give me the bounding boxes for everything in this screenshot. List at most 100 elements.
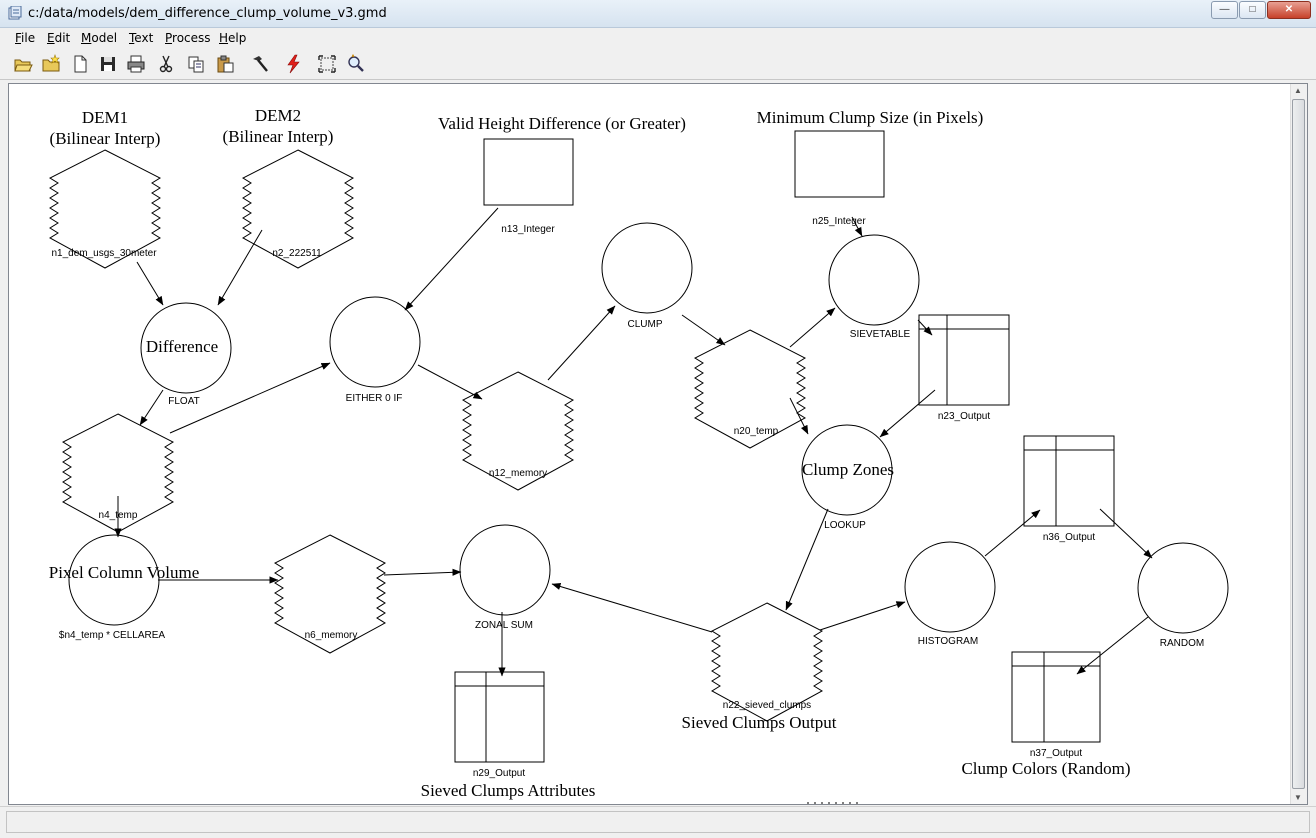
edge-n36-random (1099, 508, 1153, 559)
label-n13: n13_Integer (501, 224, 555, 235)
label-zonal: ZONAL SUM (475, 620, 533, 631)
edge-float-n4 (139, 389, 164, 426)
table-n37[interactable] (1011, 651, 1101, 743)
label-n6: n6_memory (305, 630, 358, 641)
raster-n20[interactable] (693, 329, 807, 449)
edge-n6-zonal (383, 568, 462, 576)
edge-n4-either (169, 362, 331, 434)
edge-sievetable-n23 (917, 319, 933, 336)
raster-n12[interactable] (461, 371, 575, 491)
caption-dem2-sub: (Bilinear Interp) (223, 127, 334, 146)
function-zonal-sum[interactable] (459, 524, 551, 616)
vertical-scrollbar[interactable]: ▲ ▼ (1290, 84, 1307, 804)
open-folder-icon[interactable] (13, 54, 33, 74)
cut-icon[interactable] (156, 54, 176, 74)
label-n12: n12_memory (489, 468, 547, 479)
status-pane (6, 811, 1310, 833)
caption-clump-zones: Clump Zones (802, 460, 894, 479)
menu-model[interactable]: Model (81, 31, 118, 45)
edge-n13-either (404, 207, 499, 311)
hammer-icon[interactable] (250, 54, 270, 74)
lightning-icon[interactable] (283, 54, 303, 74)
label-random: RANDOM (1160, 638, 1204, 649)
new-document-icon[interactable] (70, 54, 90, 74)
caption-min-clump: Minimum Clump Size (in Pixels) (757, 108, 984, 127)
label-histogram: HISTOGRAM (918, 636, 978, 647)
label-n20: n20_temp (734, 426, 779, 437)
print-icon[interactable] (126, 54, 146, 74)
caption-clump-colors: Clump Colors (Random) (961, 759, 1130, 778)
label-n25: n25_Integer (812, 216, 866, 227)
function-random[interactable] (1137, 542, 1229, 634)
function-difference[interactable] (140, 302, 232, 394)
function-either[interactable] (329, 296, 421, 388)
scroll-down-icon[interactable]: ▼ (1294, 793, 1302, 802)
function-clump[interactable] (601, 222, 693, 314)
table-n29[interactable] (454, 671, 545, 763)
edge-n1-difference (136, 261, 164, 306)
table-n36[interactable] (1023, 435, 1115, 527)
function-sievetable[interactable] (828, 234, 920, 326)
window-title: c:/data/models/dem_difference_clump_volu… (28, 6, 387, 21)
raster-n22[interactable] (710, 602, 824, 722)
scroll-up-icon[interactable]: ▲ (1294, 86, 1302, 95)
edge-clump-n20 (681, 314, 726, 346)
scroll-thumb[interactable] (1292, 99, 1305, 789)
close-button[interactable]: ✕ (1267, 1, 1311, 19)
function-lookup[interactable] (801, 424, 893, 516)
caption-difference: Difference (146, 337, 218, 356)
menu-process[interactable]: Process (165, 31, 211, 45)
status-bar (0, 806, 1316, 838)
raster-n1[interactable] (48, 149, 162, 269)
scalar-n13[interactable] (483, 138, 574, 206)
edge-n12-clump (547, 305, 616, 381)
label-clump: CLUMP (627, 319, 662, 330)
label-n1: n1_dem_usgs_30meter (51, 248, 157, 259)
label-sievetable: SIEVETABLE (850, 329, 911, 340)
edge-n22-zonal (551, 583, 713, 633)
label-lookup: LOOKUP (824, 520, 866, 531)
label-n23: n23_Output (938, 411, 990, 422)
caption-dem1: DEM1 (82, 108, 128, 127)
edge-n25-sievetable (851, 216, 863, 237)
paste-icon[interactable] (215, 54, 235, 74)
model-canvas[interactable]: DEM1 (Bilinear Interp) DEM2 (Bilinear In… (8, 83, 1308, 805)
edge-either-n12 (417, 364, 483, 400)
caption-dem1-sub: (Bilinear Interp) (50, 129, 161, 148)
caption-pixel-volume: Pixel Column Volume (49, 563, 200, 582)
menu-text[interactable]: Text (129, 31, 154, 45)
scalar-n25[interactable] (794, 130, 885, 198)
edge-n20-clumpzones (789, 397, 809, 435)
menu-help[interactable]: Help (219, 31, 247, 45)
edge-n20-sievetable (789, 307, 836, 348)
raster-n6[interactable] (273, 534, 387, 654)
edge-n23-clumpzones (879, 389, 936, 438)
menu-edit[interactable]: Edit (47, 31, 71, 45)
app-icon (8, 6, 22, 20)
fit-view-icon[interactable] (317, 54, 337, 74)
caption-sieved-output: Sieved Clumps Output (682, 713, 837, 732)
edge-n2-difference (217, 229, 263, 306)
save-icon[interactable] (98, 54, 118, 74)
new-folder-icon[interactable] (41, 54, 61, 74)
label-n22: n22_sieved_clumps (723, 700, 811, 711)
label-n29: n29_Output (473, 768, 525, 779)
function-histogram[interactable] (904, 541, 996, 633)
title-bar: c:/data/models/dem_difference_clump_volu… (0, 0, 1316, 28)
minimize-button[interactable]: — (1211, 1, 1238, 19)
zoom-icon[interactable] (346, 54, 366, 74)
maximize-button[interactable]: □ (1239, 1, 1266, 19)
toolbar (0, 48, 1316, 80)
caption-valid-height: Valid Height Difference (or Greater) (438, 114, 686, 133)
caption-dem2: DEM2 (255, 106, 301, 125)
menu-file[interactable]: File (15, 31, 36, 45)
label-n36: n36_Output (1043, 532, 1095, 543)
copy-icon[interactable] (186, 54, 206, 74)
table-n23[interactable] (918, 314, 1010, 406)
menu-bar: File Edit Model Text Process Help (0, 28, 1316, 48)
raster-n4[interactable] (61, 413, 175, 533)
function-pixel-volume[interactable] (68, 534, 160, 626)
label-cellarea: $n4_temp * CELLAREA (59, 630, 166, 641)
raster-n2[interactable] (241, 149, 355, 269)
edge-n22-histogram (819, 601, 906, 631)
